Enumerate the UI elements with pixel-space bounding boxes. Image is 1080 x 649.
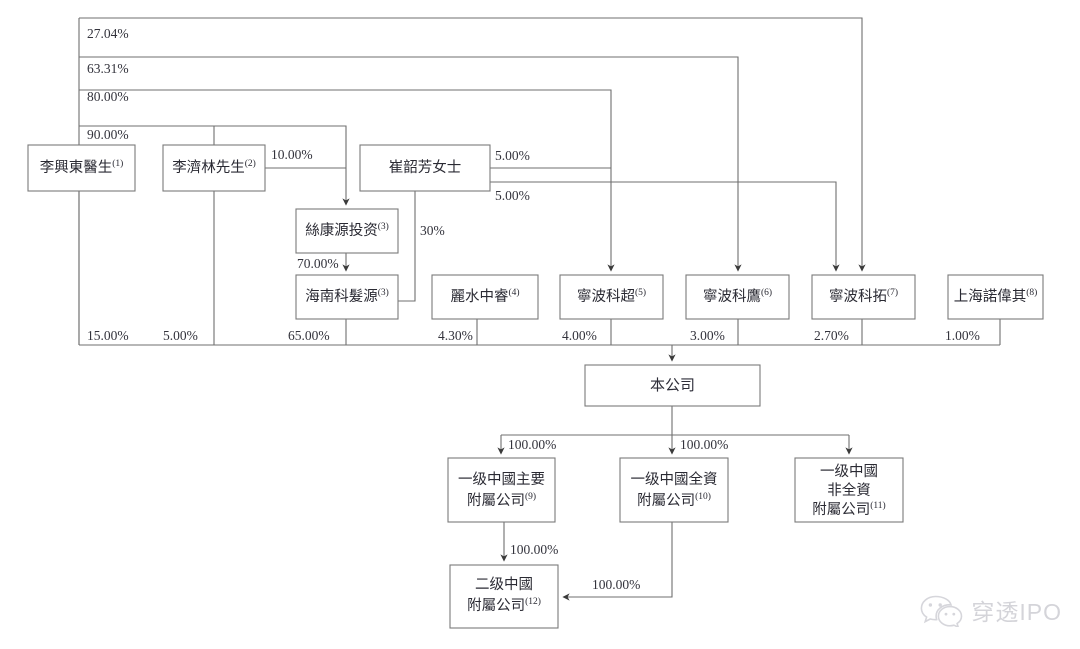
label-tier1-major-line2: 附屬公司(9) [467,491,536,509]
edge-group-cuishaofang [398,167,840,302]
node-labels: 李興東醫生(1) 李濟林先生(2) 崔韶芳女士 絲康源投资(3) 海南科髮源(3… [40,158,1038,614]
box-cui-shaofang[interactable] [359,144,491,192]
pct-80-00: 80.00% [87,89,129,104]
pct-27-04: 27.04% [87,26,129,41]
label-company: 本公司 [650,377,695,394]
label-shanghai-nwq: 上海諾偉其(8) [954,287,1038,305]
label-tier2-line1: 二级中國 [475,576,533,593]
label-lishui: 麗水中睿(4) [450,287,519,305]
box-hainan[interactable] [295,274,399,320]
pct-4-00: 4.00% [562,328,597,343]
label-tier1-partial-line2: 附屬公司(11) [812,500,885,518]
edge-group-company-to-tier1 [497,406,853,455]
edge-100-wholly-to-tier2 [562,522,673,601]
label-li-xingdong: 李興東醫生(1) [40,158,124,176]
edge-group-bus-to-company [79,319,1001,362]
label-hainan: 海南科髮源(3) [305,287,389,305]
label-tier1-wholly-line2: 附屬公司(10) [637,491,711,509]
watermark-text: 穿透IPO [971,599,1062,625]
pct-90-00: 90.00% [87,127,129,142]
pct-100-a: 100.00% [508,437,556,452]
edge-group-lijilin [213,126,346,345]
pct-5-00-c: 5.00% [163,328,198,343]
edge-63-31 [79,56,742,272]
box-company[interactable] [584,364,761,407]
label-tier2-line2: 附屬公司(12) [467,596,541,614]
pct-100-b: 100.00% [680,437,728,452]
pct-30: 30% [420,223,445,238]
box-ningbo-ketuo[interactable] [811,274,916,320]
pct-2-70: 2.70% [814,328,849,343]
label-ningbo-ketuo: 寧波科拓(7) [829,287,898,305]
box-lishui[interactable] [431,274,539,320]
box-tier1-major[interactable] [447,457,556,523]
percent-labels: 27.04% 63.31% 80.00% 90.00% 10.00% 5.00%… [87,26,980,592]
edge-27-04 [79,17,866,272]
box-shanghai-nwq[interactable] [947,274,1044,320]
edge-30-hainan [398,191,416,302]
pct-63-31: 63.31% [87,61,129,76]
pct-15-00: 15.00% [87,328,129,343]
pct-4-30: 4.30% [438,328,473,343]
pct-100-c: 100.00% [510,542,558,557]
box-ningbo-kechao[interactable] [559,274,664,320]
box-ningbo-keying[interactable] [685,274,790,320]
label-li-jilin: 李濟林先生(2) [172,158,256,176]
box-sikangyuan[interactable] [295,208,399,254]
pct-1-00: 1.00% [945,328,980,343]
node-boxes [27,144,1044,629]
label-tier1-major-line1: 一级中國主要 [458,471,545,488]
label-sikangyuan: 絲康源投资(3) [305,221,389,239]
edge-5-00-ketuo [490,181,840,272]
box-tier2[interactable] [449,564,559,629]
edge-80-00 [79,89,615,272]
label-ningbo-kechao: 寧波科超(5) [577,287,646,305]
edge-90-00 [79,125,350,206]
label-cui-shaofang: 崔韶芳女士 [389,158,462,176]
pct-65-00: 65.00% [288,328,330,343]
edge-group-lixingdong-spine [78,17,866,345]
watermark: 穿透IPO [919,593,1062,627]
label-ningbo-keying: 寧波科鷹(6) [703,287,772,305]
box-tier1-partial[interactable] [794,457,904,523]
edge-group-tier1-to-tier2 [500,522,673,601]
box-li-xingdong[interactable] [27,144,136,192]
pct-5-00-a: 5.00% [495,148,530,163]
pct-10-00: 10.00% [271,147,313,162]
pct-70-00: 70.00% [297,256,339,271]
box-li-jilin[interactable] [162,144,266,192]
label-tier1-wholly-line1: 一级中國全資 [631,470,718,488]
pct-5-00-b: 5.00% [495,188,530,203]
label-tier1-partial-line1: 非全資 [827,481,871,499]
wechat-icon [920,595,963,627]
box-tier1-wholly[interactable] [619,457,729,523]
label-tier1-partial-line0: 一级中國 [820,463,878,480]
pct-3-00: 3.00% [690,328,725,343]
pct-100-d: 100.00% [592,577,640,592]
